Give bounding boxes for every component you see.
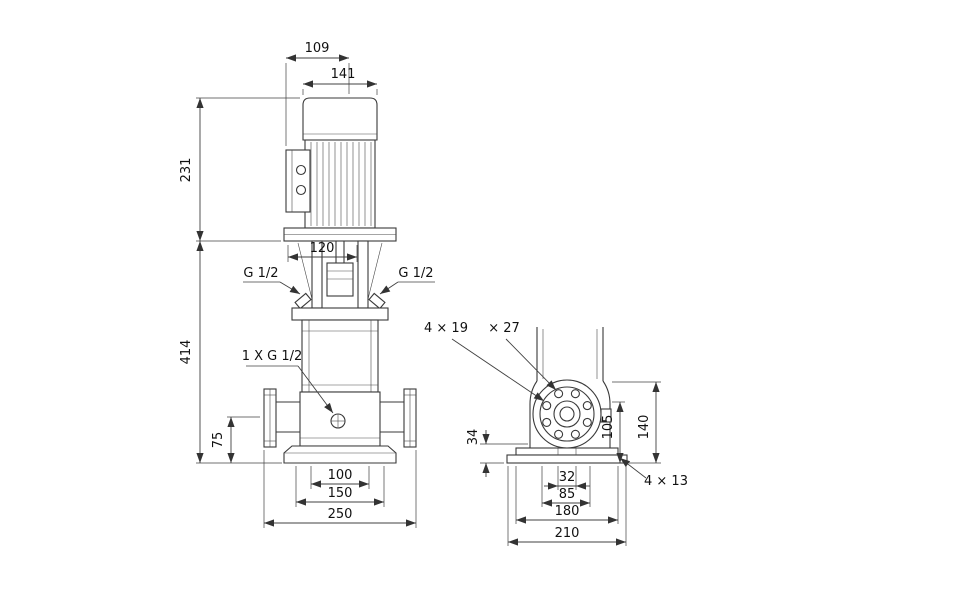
terminal-box (285, 149, 311, 213)
side-view: 4 × 19 × 27 34 105 140 (424, 321, 688, 546)
base-side (506, 447, 628, 464)
drain-label: 1 X G 1/2 (242, 349, 303, 364)
dim-109-group: 109 (285, 41, 350, 146)
vent-plug-left (294, 292, 312, 310)
dim-32-group: 32 (544, 466, 590, 490)
port-housing-side (529, 380, 611, 448)
flange-holes-label-group: 4 × 19 × 27 (424, 321, 557, 402)
g12-right-label: G 1/2 (398, 266, 433, 281)
front-view: 109 141 231 414 120 (179, 41, 435, 528)
bolt-hole (542, 417, 552, 427)
dim-34: 34 (466, 429, 481, 446)
discharge-flange-right (403, 388, 417, 448)
flange-outer-circle (532, 379, 602, 449)
dim-100-group: 100 (310, 466, 370, 489)
dim-210: 210 (555, 526, 580, 541)
dim-180-group: 180 (515, 466, 619, 524)
drain-label-group: 1 X G 1/2 (242, 349, 334, 414)
dim-414: 414 (179, 340, 194, 365)
port-flange (532, 379, 602, 449)
suction-flange-left (263, 388, 277, 448)
drain-plug (330, 413, 346, 429)
dim-120-group: 120 (287, 241, 358, 262)
bolt-hole (554, 389, 564, 399)
port-bore (553, 400, 581, 428)
pump-head (291, 292, 389, 321)
dim-231: 231 (179, 158, 194, 183)
motor-flange (283, 227, 397, 242)
dim-210-group: 210 (507, 466, 627, 546)
flange-holes-depth-label: × 27 (488, 321, 520, 336)
g12-left-label: G 1/2 (243, 266, 278, 281)
dim-85-group: 85 (541, 466, 591, 507)
flange-holes-label: 4 × 19 (424, 321, 468, 336)
motor (283, 97, 397, 242)
dim-231-group: 231 (179, 97, 300, 242)
base-holes-label-group: 4 × 13 (619, 457, 688, 489)
dim-140-group: 140 (612, 381, 661, 464)
motor-body (304, 139, 376, 229)
dim-414-group: 414 (179, 241, 282, 464)
dim-150-group: 150 (295, 466, 385, 507)
dim-105: 105 (601, 415, 616, 440)
dim-141: 141 (331, 67, 356, 82)
coupling-section (297, 240, 383, 309)
cable-gland (295, 184, 307, 196)
dim-120: 120 (310, 241, 335, 256)
dim-250: 250 (328, 507, 353, 522)
coupling-bracket (357, 240, 369, 309)
dim-250-group: 250 (263, 450, 417, 528)
bolt-hole (582, 417, 592, 427)
bolt-hole (582, 401, 592, 411)
dim-100: 100 (328, 468, 353, 483)
dim-75-group: 75 (211, 416, 260, 463)
cable-gland (295, 164, 307, 176)
dim-105-group: 105 (601, 401, 625, 463)
dim-150: 150 (328, 486, 353, 501)
flange-raised-face (539, 386, 595, 442)
pump-housing (263, 388, 417, 448)
chamber-stack (301, 319, 379, 393)
side-plug (600, 408, 612, 423)
coupling (326, 262, 354, 297)
pump-column-side (536, 327, 604, 381)
dim-32: 32 (559, 470, 576, 485)
base-holes-label: 4 × 13 (644, 474, 688, 489)
g12-left-group: G 1/2 (243, 266, 301, 295)
head-plate (291, 307, 389, 321)
g12-right-group: G 1/2 (379, 266, 435, 295)
bolt-hole (554, 429, 564, 439)
dim-180: 180 (555, 504, 580, 519)
dim-140: 140 (637, 415, 652, 440)
fan-cover (302, 97, 378, 141)
dim-34-group: 34 (466, 429, 528, 477)
bolt-hole (570, 429, 580, 439)
bolt-hole (570, 389, 580, 399)
vent-plug-right (368, 292, 386, 310)
port-bore-inner (559, 406, 575, 422)
base-front (283, 445, 397, 464)
dim-75: 75 (211, 432, 226, 449)
dim-109: 109 (305, 41, 330, 56)
dim-85: 85 (559, 487, 576, 502)
dim-141-group: 141 (302, 67, 378, 95)
bolt-hole (542, 401, 552, 411)
